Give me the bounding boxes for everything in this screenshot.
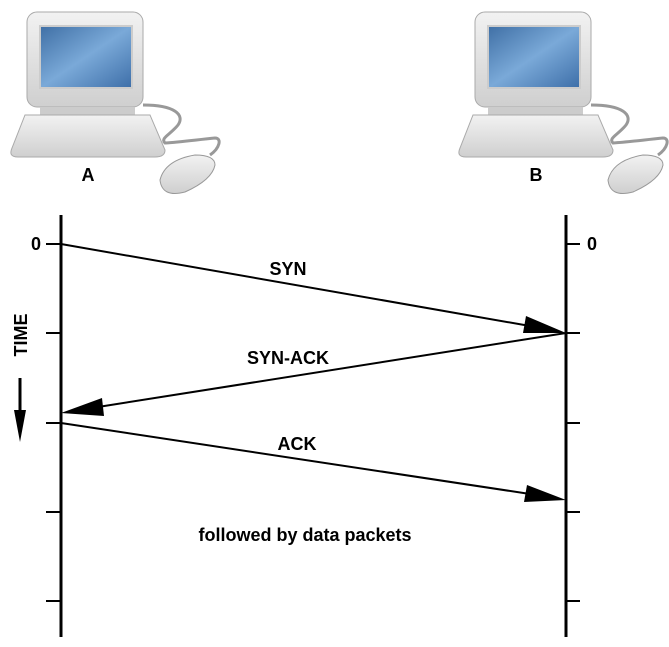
time-label: TIME	[11, 314, 31, 357]
syn-label: SYN	[269, 259, 306, 279]
host-b-label: B	[530, 165, 543, 185]
host-a-label: A	[82, 165, 95, 185]
timelines	[46, 215, 580, 637]
computer-a-icon	[9, 10, 221, 195]
ticks	[46, 243, 580, 602]
syn-ack-label: SYN-ACK	[247, 348, 329, 368]
data-packets-note: followed by data packets	[198, 525, 411, 545]
syn-arrow	[60, 243, 566, 333]
ack-arrow	[60, 422, 566, 502]
zero-right: 0	[587, 234, 597, 254]
computer-b-icon	[457, 10, 669, 195]
time-arrow-icon	[14, 378, 26, 442]
ack-label: ACK	[278, 434, 317, 454]
zero-left: 0	[31, 234, 41, 254]
syn-ack-arrow	[61, 332, 567, 416]
